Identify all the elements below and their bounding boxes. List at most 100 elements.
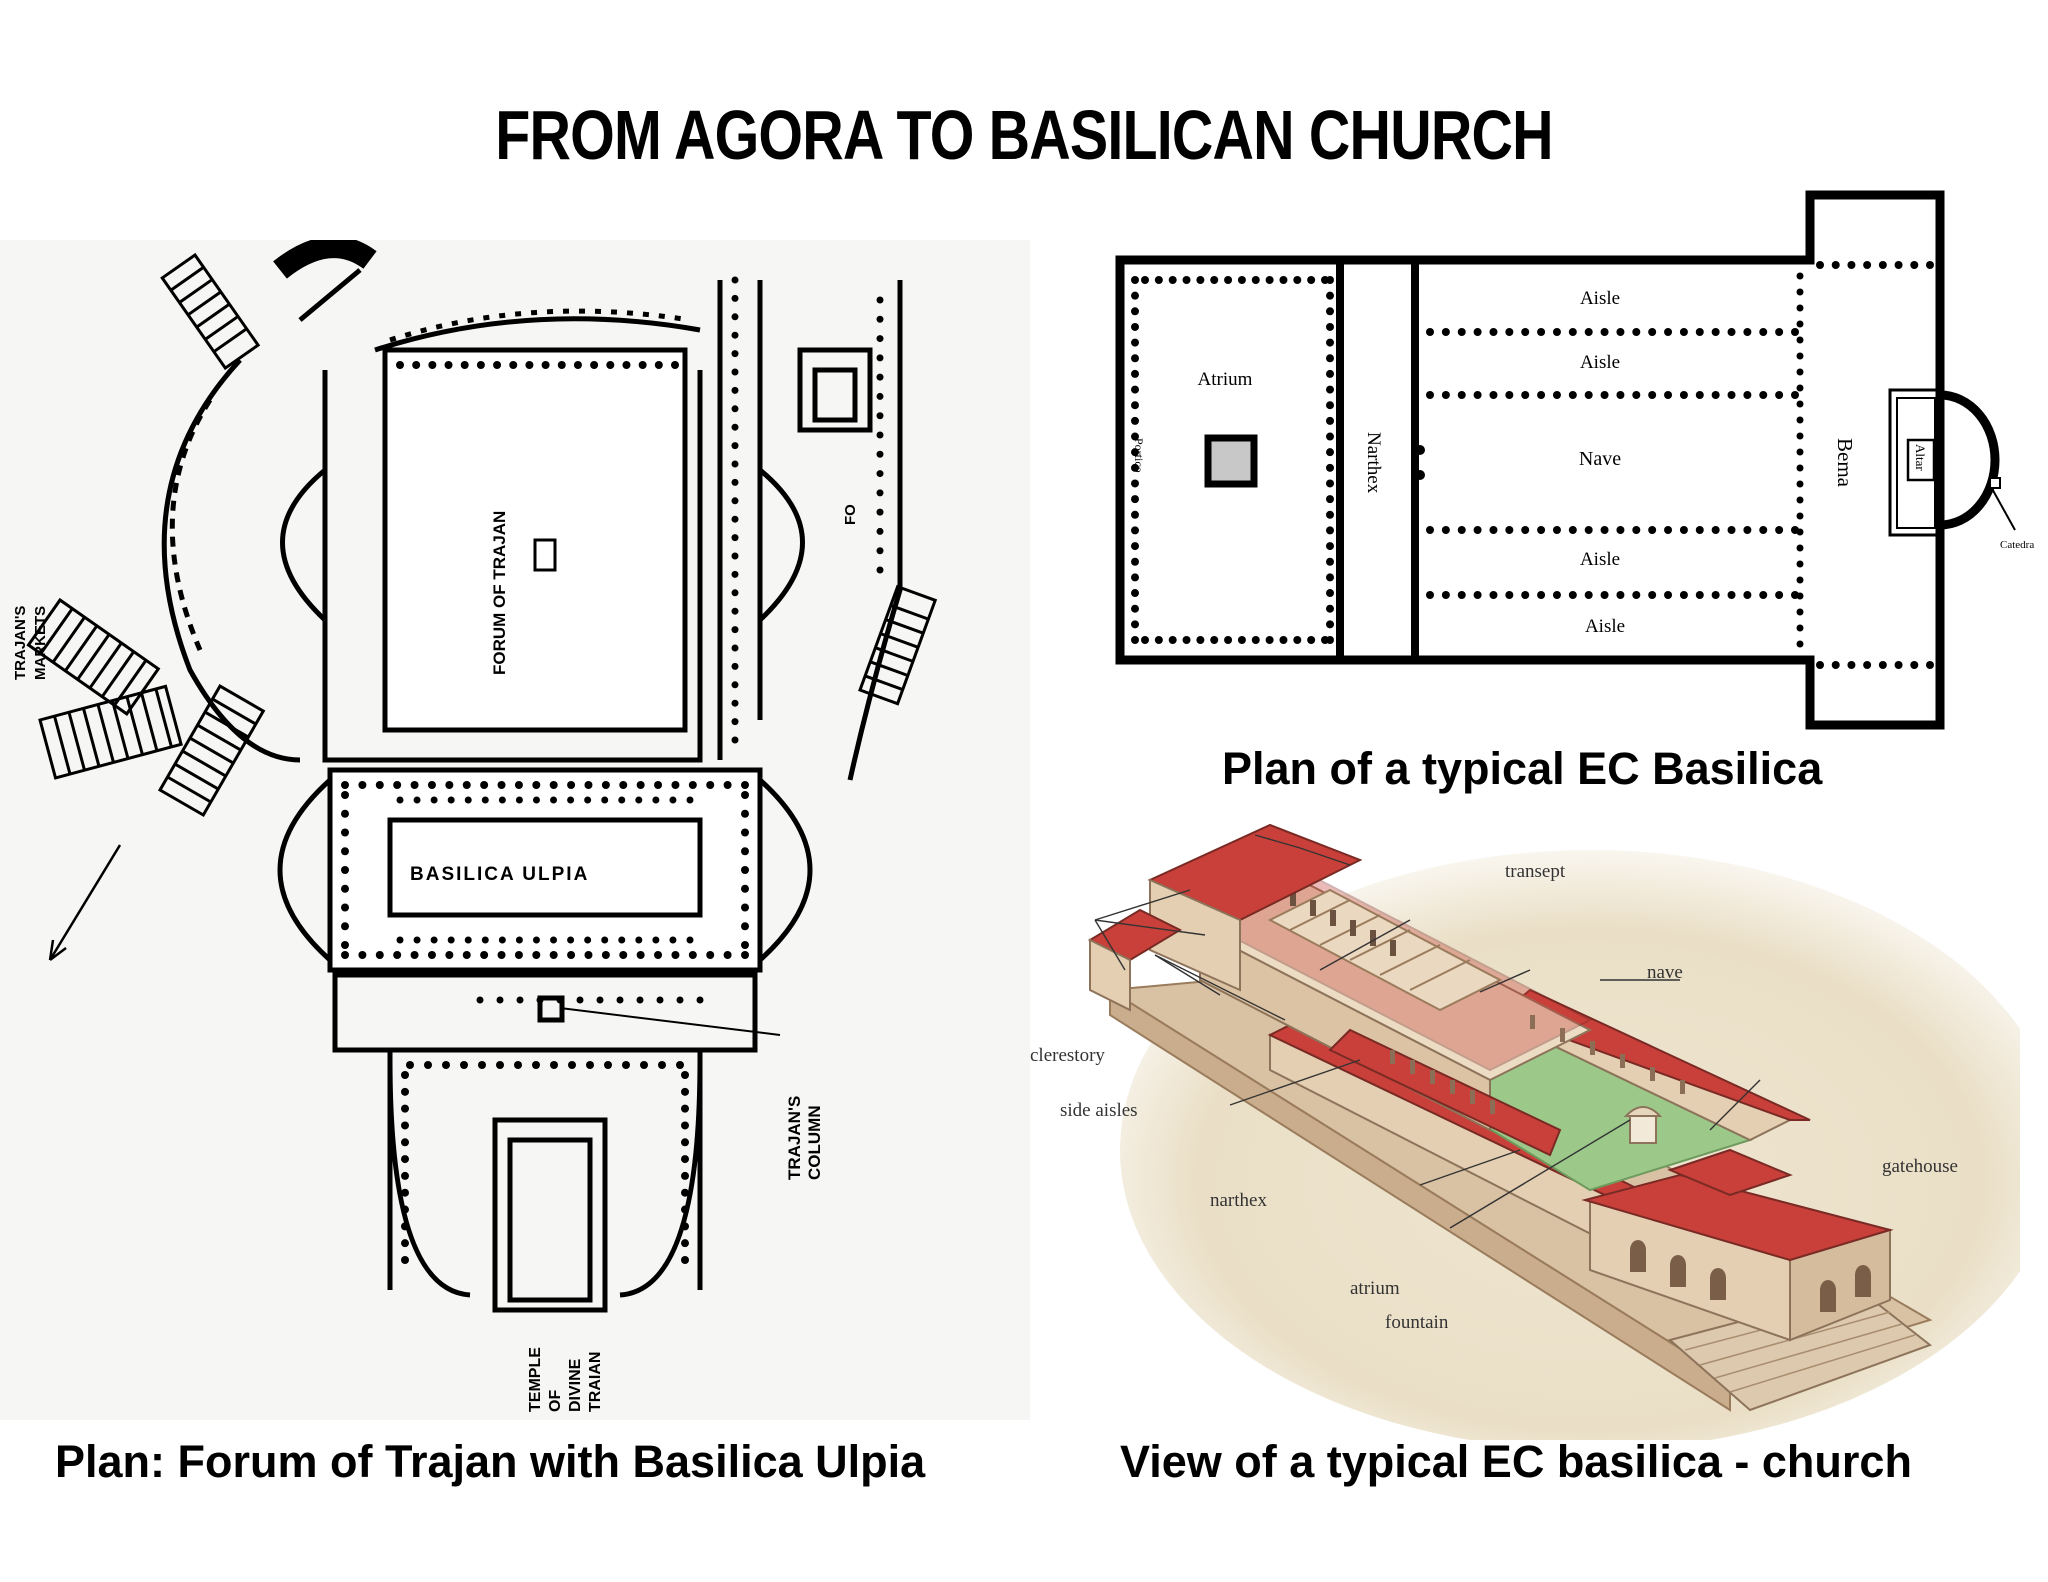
column-dot <box>1632 526 1641 534</box>
temple-of-divine-trajan <box>492 1117 608 1313</box>
column-dot <box>550 936 558 944</box>
column-dot <box>731 699 739 707</box>
column-dot <box>532 796 540 804</box>
column-dot <box>616 996 624 1004</box>
column-dot <box>731 368 739 376</box>
column-dot <box>1679 328 1688 336</box>
basilica-colonnades <box>1131 256 1934 669</box>
column-dot <box>1584 391 1593 399</box>
column-dot <box>550 796 558 804</box>
column-dot <box>576 996 584 1004</box>
column-dot <box>496 996 504 1004</box>
column-dot <box>876 470 884 478</box>
column-dot <box>652 936 660 944</box>
column-dot <box>681 1256 689 1264</box>
column-dot <box>731 497 739 505</box>
column-dot <box>731 313 739 321</box>
column-dot <box>706 951 715 959</box>
column-dot <box>1154 636 1163 644</box>
column-dot <box>1505 391 1514 399</box>
column-dot <box>1679 526 1688 534</box>
column-dot <box>1473 591 1482 599</box>
column-dot <box>532 781 541 789</box>
column-dot <box>1237 636 1246 644</box>
column-dot <box>1727 526 1736 534</box>
column-dot <box>493 361 502 369</box>
column-dot <box>1775 591 1784 599</box>
column-dot <box>1131 291 1139 300</box>
column-dot <box>1326 322 1334 331</box>
column-dot <box>1926 661 1934 669</box>
column-dot <box>876 431 884 439</box>
column-dot <box>681 1205 689 1214</box>
column-dot <box>375 781 384 789</box>
column-dot <box>1131 307 1139 316</box>
basilica-view-illustration: transept nave clerestory side aisles nar… <box>1030 823 2020 1440</box>
column-dot <box>497 781 506 789</box>
column-dot <box>1600 526 1609 534</box>
column-dot <box>584 781 593 789</box>
column-dot <box>1131 495 1139 504</box>
column-dot <box>1131 401 1139 410</box>
label-atrium-view: atrium <box>1350 1278 1400 1299</box>
column-dot <box>1426 328 1434 336</box>
column-dot <box>1796 336 1804 344</box>
column-dot <box>462 781 471 789</box>
column-dot <box>1473 526 1482 534</box>
column-dot <box>498 796 506 804</box>
column-dot <box>731 423 739 431</box>
column-dot <box>1711 328 1720 336</box>
column-dot <box>1796 272 1804 280</box>
svg-text:OF: OF <box>547 1390 564 1412</box>
column-dot <box>401 1071 409 1079</box>
forum-exedra-left <box>280 468 327 622</box>
column-dot <box>1489 526 1498 534</box>
column-dot <box>1521 526 1530 534</box>
column-dot <box>1796 400 1804 408</box>
column-dot <box>1131 510 1139 519</box>
column-dot <box>741 847 749 856</box>
column-dot <box>1521 591 1530 599</box>
column-dot <box>1457 591 1466 599</box>
column-dot <box>445 781 454 789</box>
column-dot <box>1679 591 1688 599</box>
column-dot <box>1457 526 1466 534</box>
column-dot <box>1131 589 1139 598</box>
column-dot <box>1831 661 1840 669</box>
column-dot <box>1326 307 1334 316</box>
plan-outline <box>1115 190 1945 730</box>
column-dot <box>396 936 404 944</box>
column-dot <box>396 361 404 369</box>
svg-text:TRAIAN: TRAIAN <box>587 1352 604 1412</box>
column-dot <box>731 718 739 726</box>
column-dot <box>1426 591 1434 599</box>
column-dot <box>413 936 421 944</box>
column-dot <box>876 354 884 362</box>
column-dot <box>1584 591 1593 599</box>
column-dot <box>1775 328 1784 336</box>
column-dot <box>1326 291 1334 300</box>
column-dot <box>393 781 402 789</box>
column-dot <box>1632 591 1641 599</box>
label-nave-view: nave <box>1647 962 1683 983</box>
column-dot <box>1326 495 1334 504</box>
column-dot <box>876 296 884 304</box>
column-dot <box>567 781 576 789</box>
svg-text:DIVINE: DIVINE <box>567 1358 584 1412</box>
column-dot <box>1441 526 1450 534</box>
column-dot <box>1743 526 1752 534</box>
column-dot <box>741 922 749 931</box>
column-dot <box>731 460 739 468</box>
column-dot <box>741 903 749 912</box>
column-dot <box>1441 591 1450 599</box>
column-dot <box>1552 526 1561 534</box>
svg-text:MARKETS: MARKETS <box>32 606 49 680</box>
label-catedra: Catedra <box>2000 539 2034 551</box>
column-dot <box>401 1256 409 1264</box>
column-dot <box>1695 391 1704 399</box>
column-dot <box>1743 591 1752 599</box>
column-dot <box>1131 416 1139 425</box>
column-dot <box>652 796 660 804</box>
column-dot <box>1727 328 1736 336</box>
column-dot <box>1664 328 1673 336</box>
